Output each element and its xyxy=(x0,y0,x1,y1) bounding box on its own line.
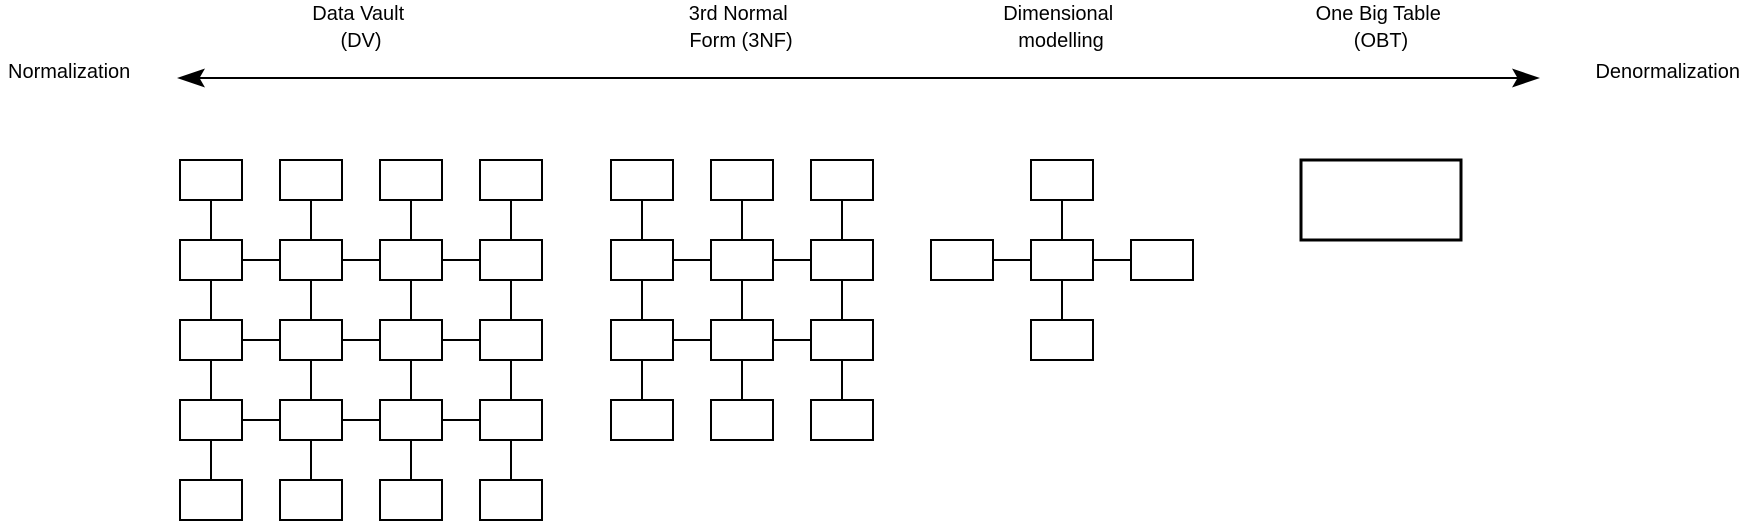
schema-dimensional-modelling xyxy=(930,159,1194,361)
approach-label-line: modelling xyxy=(1018,30,1104,52)
table-box xyxy=(179,239,243,281)
table-box xyxy=(379,159,443,201)
table-box xyxy=(610,239,674,281)
approach-label-line: 3rd Normal xyxy=(689,3,788,25)
schema-shapes xyxy=(179,158,1463,521)
table-box xyxy=(479,399,543,441)
approach-label-line: (DV) xyxy=(340,30,381,52)
table-box xyxy=(810,159,874,201)
approach-label-line: Form (3NF) xyxy=(689,30,792,52)
table-box xyxy=(279,399,343,441)
table-box xyxy=(610,399,674,441)
approach-label-data-vault: Data Vault (DV) xyxy=(312,3,409,52)
table-box xyxy=(1030,159,1094,201)
table-box xyxy=(279,479,343,521)
table-box xyxy=(710,239,774,281)
approach-label-line: Dimensional xyxy=(1003,3,1113,25)
axis-right-label: Denormalization xyxy=(1595,61,1740,83)
table-box xyxy=(279,319,343,361)
table-box xyxy=(610,319,674,361)
table-box xyxy=(179,479,243,521)
table-box xyxy=(930,239,994,281)
table-box xyxy=(1299,158,1463,242)
approach-label-line: Data Vault xyxy=(312,3,404,25)
table-box xyxy=(379,399,443,441)
table-box xyxy=(379,239,443,281)
table-box xyxy=(479,159,543,201)
table-box xyxy=(179,399,243,441)
table-box xyxy=(379,319,443,361)
table-box xyxy=(279,239,343,281)
table-box xyxy=(810,319,874,361)
table-box xyxy=(1030,319,1094,361)
table-box xyxy=(379,479,443,521)
table-box xyxy=(179,159,243,201)
approach-label-line: One Big Table xyxy=(1316,3,1441,25)
approach-labels: Data Vault (DV) 3rd Normal Form (3NF) Di… xyxy=(312,3,1447,52)
table-box xyxy=(810,239,874,281)
table-box xyxy=(1030,239,1094,281)
table-box xyxy=(479,239,543,281)
table-box xyxy=(810,399,874,441)
table-box xyxy=(610,159,674,201)
axis-arrowhead-right-icon xyxy=(1512,68,1540,88)
approach-label-third-normal-form: 3rd Normal Form (3NF) xyxy=(689,3,793,52)
approach-label-line: (OBT) xyxy=(1354,30,1408,52)
table-box xyxy=(1130,239,1194,281)
table-box xyxy=(710,319,774,361)
table-box xyxy=(710,399,774,441)
table-box xyxy=(479,319,543,361)
axis-arrowhead-left-icon xyxy=(177,68,205,88)
normalization-axis: Normalization Denormalization xyxy=(8,61,1740,88)
table-box xyxy=(479,479,543,521)
table-box xyxy=(179,319,243,361)
approach-label-dimensional-modelling: Dimensional modelling xyxy=(1003,3,1119,52)
approach-label-one-big-table: One Big Table (OBT) xyxy=(1316,3,1447,52)
schema-data-vault xyxy=(179,159,543,521)
schema-one-big-table xyxy=(1299,158,1463,242)
table-box xyxy=(279,159,343,201)
schema-third-normal-form xyxy=(610,159,874,441)
axis-left-label: Normalization xyxy=(8,61,130,83)
table-box xyxy=(710,159,774,201)
